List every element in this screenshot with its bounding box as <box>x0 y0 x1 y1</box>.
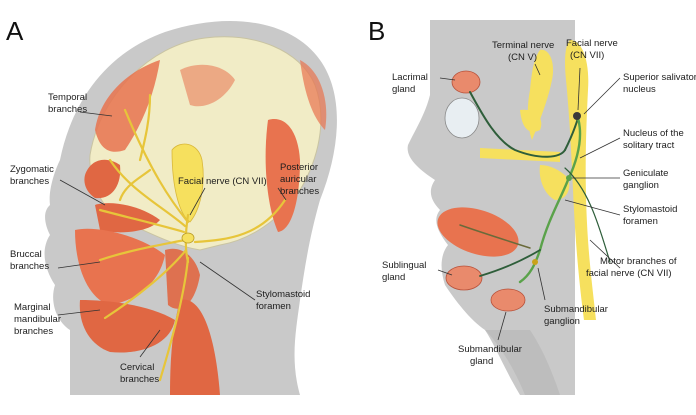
label-submand-ganglion-2: ganglion <box>544 316 580 327</box>
label-stylo-b-2: foramen <box>623 216 658 227</box>
label-facial-1: Facial nerve <box>566 38 618 49</box>
label-gen-2: ganglion <box>623 180 659 191</box>
label-buccal-1: Bruccal <box>10 249 42 260</box>
label-stylo-b-1: Stylomastoid <box>623 204 677 215</box>
sublingual-gland <box>446 266 482 290</box>
label-stylo-a-2: foramen <box>256 301 291 312</box>
label-zygomatic-1: Zygomatic <box>10 164 54 175</box>
superior-salivatory-dot <box>573 112 581 120</box>
label-motor-2: facial nerve (CN VII) <box>586 268 672 279</box>
label-stylo-a-1: Stylomastoid <box>256 289 310 300</box>
label-motor-1: Motor branches of <box>600 256 677 267</box>
label-cervical-2: branches <box>120 374 159 385</box>
eye-b <box>445 98 479 138</box>
label-nts-2: solitary tract <box>623 140 675 151</box>
panel-b: B Lacrimal gland Terminal nerve (CN V) F… <box>368 16 696 395</box>
label-temporal-2: branches <box>48 104 87 115</box>
label-temporal-1: Temporal <box>48 92 87 103</box>
label-nts-1: Nucleus of the <box>623 128 684 139</box>
submandibular-gland <box>491 289 525 311</box>
label-lacrimal-1: Lacrimal <box>392 72 428 83</box>
stylomastoid-a <box>182 233 194 243</box>
label-gen-1: Geniculate <box>623 168 668 179</box>
label-submand-gland-1: Submandibular <box>458 344 522 355</box>
label-submand-gland-2: gland <box>470 356 493 367</box>
label-sublingual-2: gland <box>382 272 405 283</box>
label-buccal-2: branches <box>10 261 49 272</box>
label-sublingual-1: Sublingual <box>382 260 426 271</box>
submandibular-ganglion-dot <box>532 259 538 265</box>
label-posterior-1: Posterior <box>280 162 318 173</box>
label-sup-1: Superior salivatory <box>623 72 696 83</box>
label-zygomatic-2: branches <box>10 176 49 187</box>
label-cervical-1: Cervical <box>120 362 154 373</box>
label-terminal-2: (CN V) <box>508 52 537 63</box>
panel-a: A Temporal branches Zygomatic branches B… <box>6 16 337 395</box>
label-sup-2: nucleus <box>623 84 656 95</box>
panel-a-letter: A <box>6 16 24 46</box>
label-lacrimal-2: gland <box>392 84 415 95</box>
label-posterior-2: auricular <box>280 174 316 185</box>
geniculate-dot <box>566 175 572 181</box>
label-facial-nerve-a: Facial nerve (CN VII) <box>178 176 267 187</box>
label-marginal-2: mandibular <box>14 314 61 325</box>
panel-b-letter: B <box>368 16 385 46</box>
label-posterior-3: branches <box>280 186 319 197</box>
label-terminal-1: Terminal nerve <box>492 40 554 51</box>
label-submand-ganglion-1: Submandibular <box>544 304 608 315</box>
label-facial-2: (CN VII) <box>570 50 604 61</box>
lacrimal-gland <box>452 71 480 93</box>
label-marginal-3: branches <box>14 326 53 337</box>
label-marginal-1: Marginal <box>14 302 50 313</box>
